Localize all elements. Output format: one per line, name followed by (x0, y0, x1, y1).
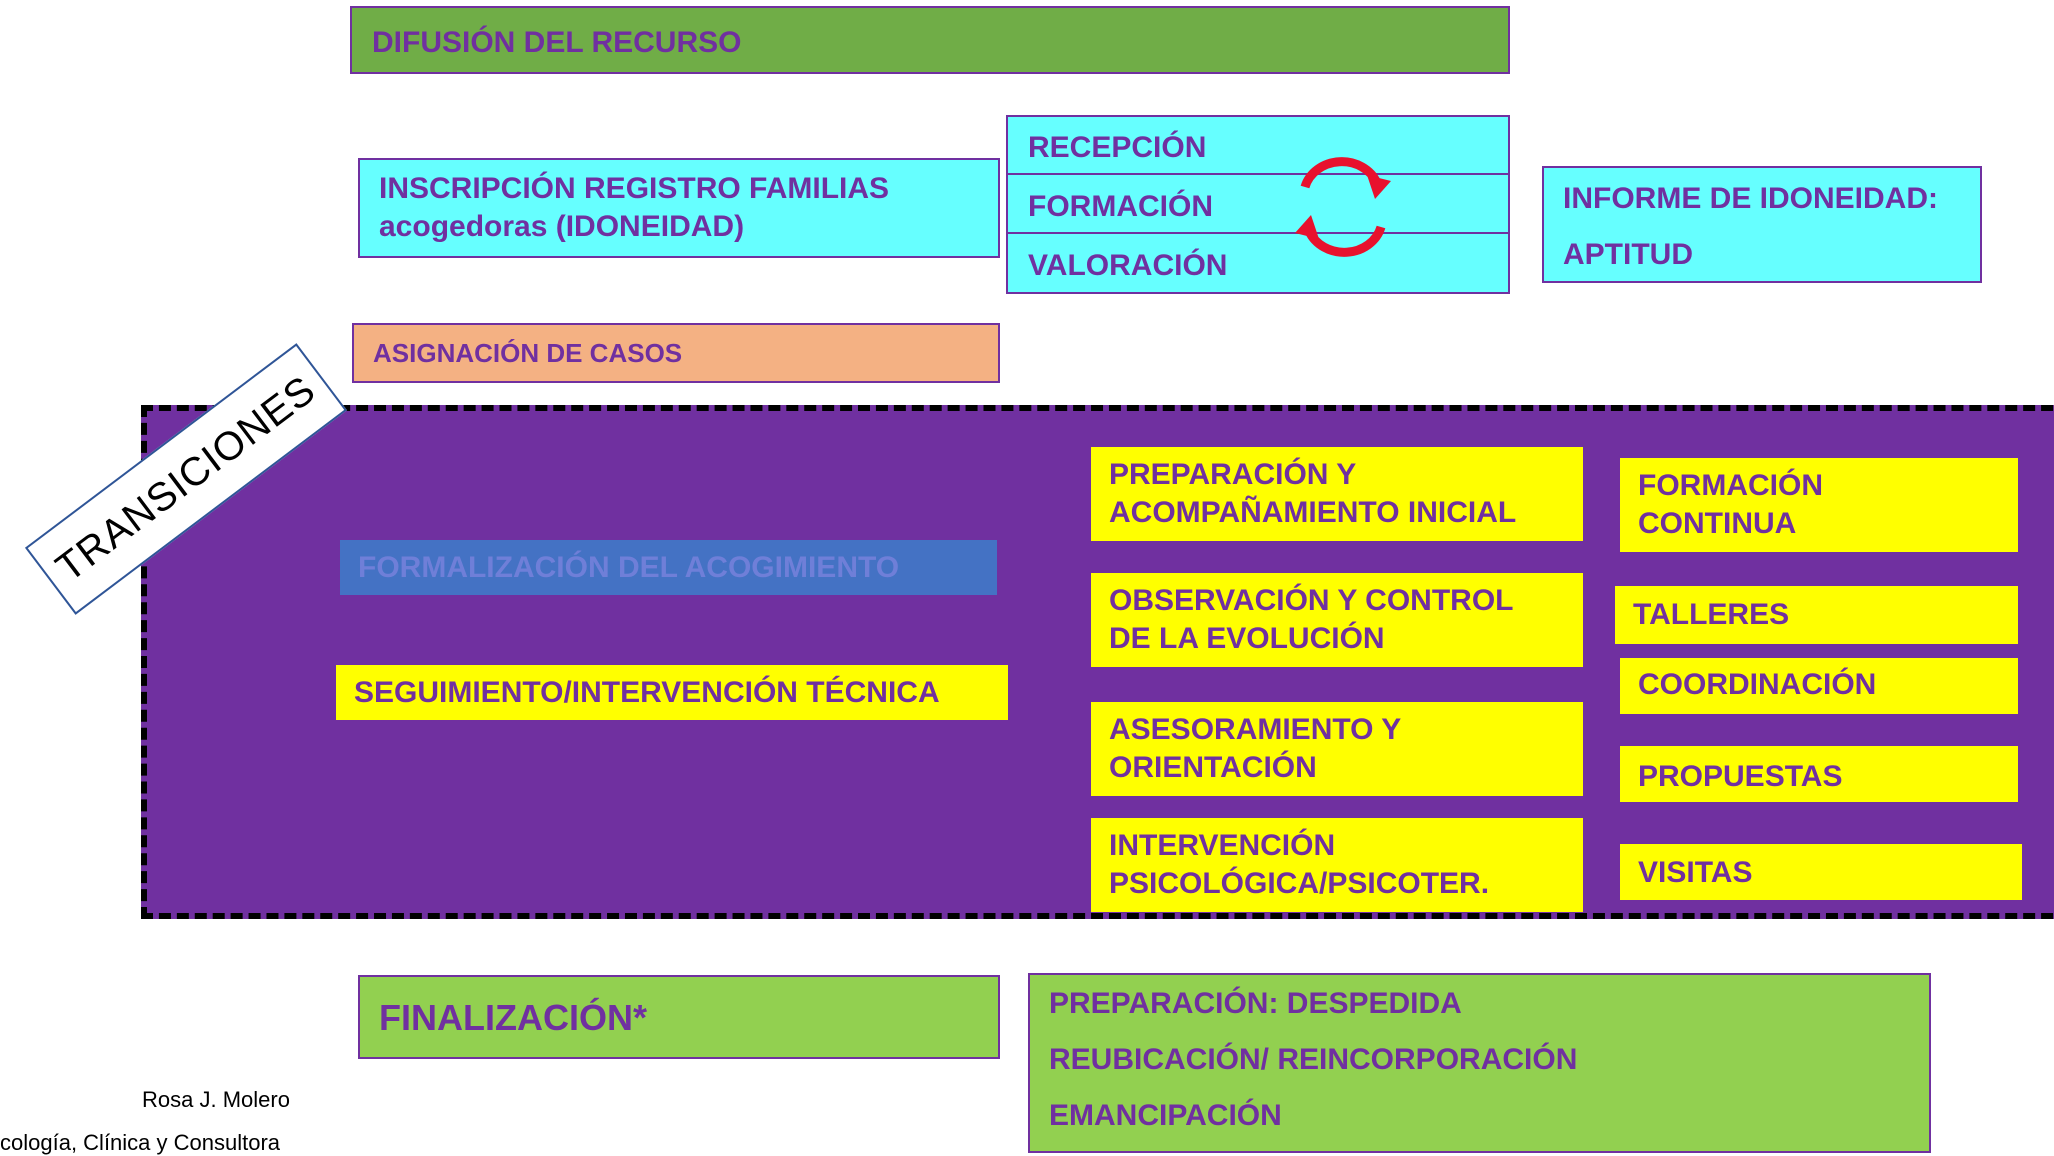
accion-line1: OBSERVACIÓN Y CONTROL (1109, 584, 1514, 617)
recurso-talleres-box: TALLERES (1615, 586, 2018, 644)
accion-line2: ORIENTACIÓN (1109, 751, 1317, 784)
recurso-propuestas-label: PROPUESTAS (1638, 760, 1843, 793)
accion-box: OBSERVACIÓN Y CONTROL DE LA EVOLUCIÓN (1091, 573, 1583, 667)
recurso-coordinacion-label: COORDINACIÓN (1638, 668, 1877, 701)
finalizacion-opciones-box: PREPARACIÓN: DESPEDIDA REUBICACIÓN/ REIN… (1028, 973, 1931, 1153)
recurso-talleres-label: TALLERES (1633, 598, 1790, 631)
accion-line2: ACOMPAÑAMIENTO INICIAL (1109, 496, 1517, 529)
accion-box: PREPARACIÓN Y ACOMPAÑAMIENTO INICIAL (1091, 447, 1583, 541)
asignacion-box: ASIGNACIÓN DE CASOS (352, 323, 1000, 383)
formalizacion-box: FORMALIZACIÓN DEL ACOGIMIENTO (340, 540, 997, 595)
formalizacion-label: FORMALIZACIÓN DEL ACOGIMIENTO (358, 551, 900, 584)
proceso-divider (1008, 173, 1508, 175)
finalizacion-opcion: PREPARACIÓN: DESPEDIDA (1049, 987, 1462, 1020)
proceso-box: RECEPCIÓN FORMACIÓN VALORACIÓN (1006, 115, 1510, 294)
recurso-formacion-box: FORMACIÓN CONTINUA (1620, 458, 2018, 552)
inscripcion-line1: INSCRIPCIÓN REGISTRO FAMILIAS (379, 172, 890, 205)
credit-name: Rosa J. Molero (142, 1087, 290, 1112)
informe-box: INFORME DE IDONEIDAD: APTITUD (1542, 166, 1982, 283)
inscripcion-box: INSCRIPCIÓN REGISTRO FAMILIAS acogedoras… (358, 158, 1000, 258)
accion-line1: INTERVENCIÓN (1109, 829, 1336, 862)
seguimiento-label: SEGUIMIENTO/INTERVENCIÓN TÉCNICA (354, 676, 940, 709)
cycle-arrows-icon (1295, 157, 1391, 257)
finalizacion-opcion: REUBICACIÓN/ REINCORPORACIÓN (1049, 1043, 1578, 1076)
inscripcion-line2: acogedoras (IDONEIDAD) (379, 210, 745, 243)
informe-line2: APTITUD (1563, 238, 1693, 271)
proceso-valoracion: VALORACIÓN (1028, 249, 1228, 282)
proceso-divider (1008, 232, 1508, 234)
accion-line2: DE LA EVOLUCIÓN (1109, 622, 1385, 655)
finalizacion-label: FINALIZACIÓN* (379, 997, 647, 1038)
accion-line1: ASESORAMIENTO Y (1109, 713, 1402, 746)
finalizacion-box: FINALIZACIÓN* (358, 975, 1000, 1059)
difusion-label: DIFUSIÓN DEL RECURSO (372, 26, 742, 59)
finalizacion-opcion: EMANCIPACIÓN (1049, 1099, 1282, 1132)
difusion-box: DIFUSIÓN DEL RECURSO (350, 6, 1510, 74)
accion-line2: PSICOLÓGICA/PSICOTER. (1109, 867, 1490, 900)
recurso-formacion-line1: FORMACIÓN (1638, 469, 1823, 502)
credit-role: cología, Clínica y Consultora (0, 1130, 281, 1155)
proceso-recepcion: RECEPCIÓN (1028, 131, 1207, 164)
accion-box: INTERVENCIÓN PSICOLÓGICA/PSICOTER. (1091, 818, 1583, 912)
informe-line1: INFORME DE IDONEIDAD: (1563, 182, 1938, 215)
seguimiento-box: SEGUIMIENTO/INTERVENCIÓN TÉCNICA (336, 665, 1008, 720)
proceso-formacion: FORMACIÓN (1028, 190, 1213, 223)
recurso-visitas-box: VISITAS (1620, 844, 2022, 900)
recurso-formacion-line2: CONTINUA (1638, 507, 1797, 540)
accion-box: ASESORAMIENTO Y ORIENTACIÓN (1091, 702, 1583, 796)
accion-line1: PREPARACIÓN Y (1109, 458, 1357, 491)
recurso-propuestas-box: PROPUESTAS (1620, 746, 2018, 802)
asignacion-label: ASIGNACIÓN DE CASOS (373, 338, 683, 368)
recurso-coordinacion-box: COORDINACIÓN (1620, 658, 2018, 714)
recurso-visitas-label: VISITAS (1638, 856, 1753, 889)
